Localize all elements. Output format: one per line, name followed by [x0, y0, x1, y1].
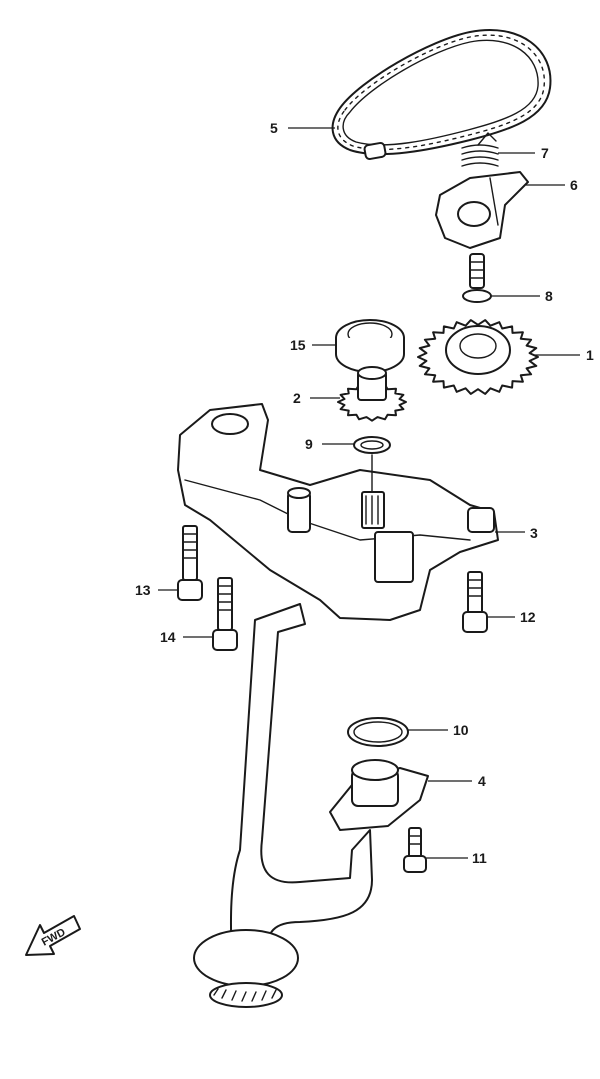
- part-4-flange[interactable]: [329, 759, 429, 831]
- callouts: 1 2 3 4 5 6 7 8 9 10 11 12 13 14 15: [135, 120, 594, 866]
- callout-1: 1: [586, 347, 594, 363]
- part-2-small-gear[interactable]: [337, 366, 407, 422]
- part-9-washer[interactable]: [353, 436, 391, 454]
- part-12-bolt[interactable]: [462, 571, 488, 633]
- part-10-o-ring[interactable]: [347, 717, 409, 747]
- part-5-chain[interactable]: [331, 29, 552, 160]
- callout-3: 3: [530, 525, 538, 541]
- part-15-oil-seal[interactable]: [335, 319, 405, 373]
- part-13-bolt[interactable]: [177, 525, 203, 601]
- callout-8: 8: [545, 288, 553, 304]
- callout-7: 7: [541, 145, 549, 161]
- callout-15: 15: [290, 337, 306, 353]
- callout-14: 14: [160, 629, 176, 645]
- part-7-spring[interactable]: [461, 132, 499, 167]
- callout-4: 4: [478, 773, 486, 789]
- callout-12: 12: [520, 609, 536, 625]
- callout-6: 6: [570, 177, 578, 193]
- part-3-oil-pump[interactable]: [177, 403, 499, 621]
- callout-13: 13: [135, 582, 151, 598]
- part-11-bolt[interactable]: [403, 827, 427, 873]
- part-14-bolt[interactable]: [212, 577, 238, 651]
- part-8-bolt[interactable]: [462, 253, 492, 303]
- callout-2: 2: [293, 390, 301, 406]
- part-6-tensioner[interactable]: [435, 171, 529, 249]
- oil-strainer-pipe: [193, 603, 373, 1008]
- fwd-direction-arrow: FWD: [25, 915, 81, 956]
- callout-9: 9: [305, 436, 313, 452]
- callout-10: 10: [453, 722, 469, 738]
- callout-5: 5: [270, 120, 278, 136]
- callout-11: 11: [472, 850, 487, 866]
- part-1-sprocket[interactable]: [417, 319, 539, 395]
- fwd-label: FWD: [40, 926, 68, 948]
